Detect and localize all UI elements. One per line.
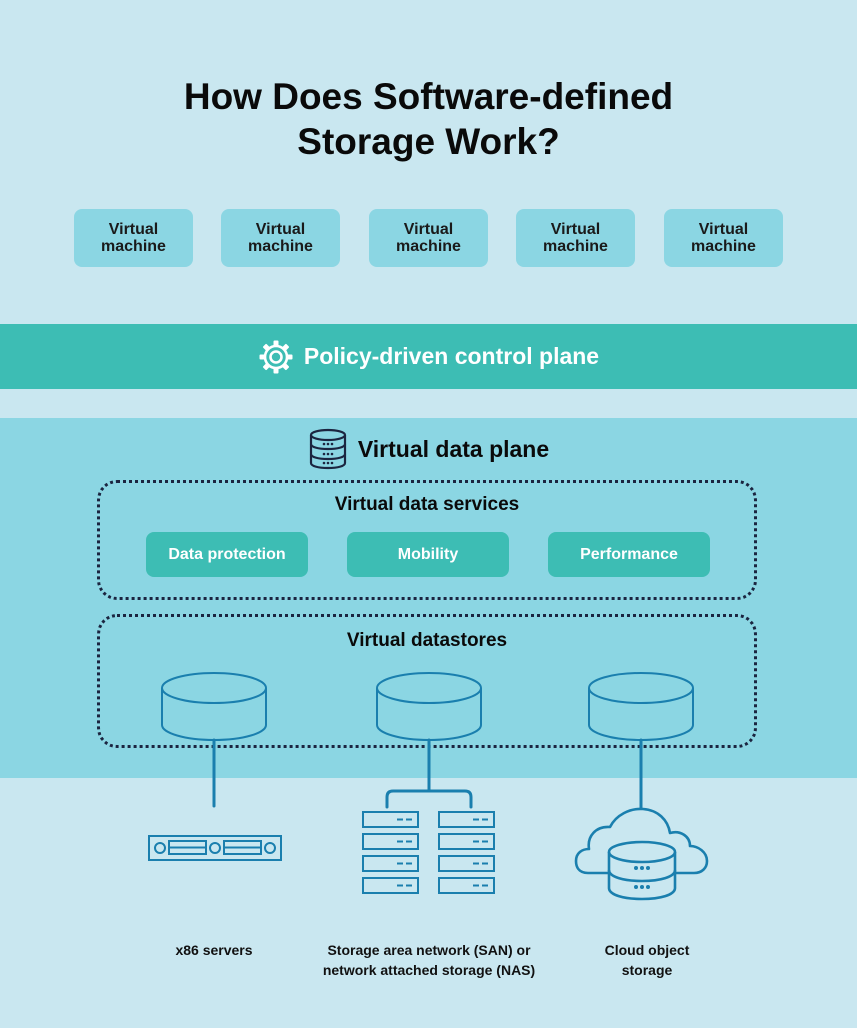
label-line2: storage: [621, 962, 673, 978]
label-line1: Storage area network (SAN) or: [327, 942, 531, 958]
data-services-title: Virtual data services: [334, 494, 520, 515]
storage-label-x86-servers: x86 servers: [134, 940, 294, 960]
vm-label-line2: machine: [396, 238, 461, 255]
vm-label-line1: Virtual: [255, 221, 306, 238]
vm-label-line1: Virtual: [698, 221, 749, 238]
label-line2: network attached storage (NAS): [322, 962, 536, 978]
data-plane-label: Virtual data plane: [357, 435, 550, 462]
vm-label-line2: machine: [248, 238, 313, 255]
vm-label-line2: machine: [691, 238, 756, 255]
storage-label-cloud-object: Cloud object storage: [567, 940, 727, 980]
vm-label-line2: machine: [101, 238, 166, 255]
gear-icon: [259, 340, 293, 373]
title-line-1: How Does Software-defined: [183, 76, 674, 117]
datastores-container: [97, 614, 757, 748]
rack-server-icon: [148, 835, 282, 861]
label-line1: Cloud object: [604, 942, 690, 958]
connector-branch: [385, 789, 473, 809]
database-icon: [309, 428, 346, 470]
vm-label-line1: Virtual: [108, 221, 159, 238]
cloud-database-dots: [634, 866, 650, 889]
san-nas-storage-icon: [362, 811, 495, 894]
datastore-cylinder-icon: [588, 672, 694, 742]
datastore-cylinder-icon: [376, 672, 482, 742]
vm-label-line2: machine: [543, 238, 608, 255]
vm-label-line1: Virtual: [550, 221, 601, 238]
datastore-cylinder-icon: [161, 672, 267, 742]
service-data-protection: Data protection: [146, 532, 308, 577]
cloud-database-icon: [574, 807, 709, 901]
data-services-container: [97, 480, 757, 600]
control-plane-band: Policy-driven control plane: [0, 324, 857, 389]
page-title: How Does Software-defined Storage Work?: [0, 74, 857, 164]
title-line-2: Storage Work?: [297, 121, 560, 162]
vm-label-line1: Virtual: [403, 221, 454, 238]
data-plane-title: Virtual data plane: [0, 428, 857, 470]
service-mobility: Mobility: [347, 532, 509, 577]
control-plane-label: Policy-driven control plane: [303, 343, 600, 369]
storage-label-san-nas: Storage area network (SAN) or network at…: [299, 940, 559, 980]
datastores-title: Virtual datastores: [346, 630, 508, 651]
label-line1: x86 servers: [175, 942, 253, 958]
service-performance: Performance: [548, 532, 710, 577]
